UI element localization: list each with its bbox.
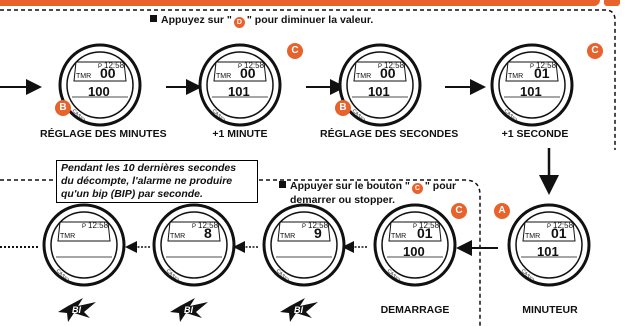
svg-text:00: 00 (240, 65, 256, 81)
svg-text:00: 00 (100, 65, 116, 81)
caption-minuteur: MINUTEUR (522, 304, 578, 316)
button-b-badge: B (335, 100, 351, 116)
svg-text:101: 101 (520, 84, 542, 99)
watch-demarrage: P 12:58 TMR 01 100 (373, 203, 457, 287)
svg-text:12:58: 12:58 (104, 61, 125, 70)
svg-text:101: 101 (368, 84, 390, 99)
beep-note: Pendant les 10 dernières secondes du déc… (56, 160, 258, 203)
svg-text:P: P (530, 64, 534, 70)
svg-text:TMR: TMR (60, 233, 75, 240)
svg-text:TMR: TMR (356, 73, 371, 80)
svg-text:101: 101 (228, 84, 250, 99)
button-c-badge: C (287, 43, 303, 59)
svg-text:12:58: 12:58 (553, 221, 574, 230)
svg-text:01: 01 (551, 225, 567, 241)
beep-burst-3: BI (58, 298, 96, 322)
button-d-badge: D (233, 17, 245, 28)
svg-text:BI: BI (184, 305, 193, 315)
watch-3: P 12:58 TMR 00 101 (338, 43, 422, 127)
mid-instruction: Appuyer sur le bouton "C" pour demarrer … (279, 180, 456, 207)
button-c-badge: C (587, 43, 603, 59)
button-c-badge: C (451, 203, 467, 219)
svg-text:8: 8 (204, 225, 212, 241)
bullet-square (279, 181, 286, 188)
svg-text:P: P (192, 224, 196, 230)
beep-burst-2: BI (170, 298, 208, 322)
button-b-badge: B (55, 100, 71, 116)
bullet-square (150, 15, 157, 22)
svg-text:01: 01 (534, 65, 550, 81)
svg-text:12:58: 12:58 (244, 61, 265, 70)
svg-text:P: P (413, 224, 417, 230)
svg-text:100: 100 (88, 84, 110, 99)
svg-text:100: 100 (403, 244, 425, 259)
svg-text:12:58: 12:58 (308, 221, 329, 230)
caption-plus-second: +1 SECONDE (501, 128, 569, 140)
svg-text:P: P (547, 224, 551, 230)
watch-count-9: P 12:58 TMR 9 (262, 203, 346, 287)
watch-minuteur: P 12:58 TMR 01 101 (507, 203, 591, 287)
svg-text:BI: BI (294, 305, 303, 315)
top-instruction: Appuyez sur "D" pour diminuer la valeur. (150, 14, 373, 28)
caption-seconds: RÉGLAGE DES SECONDES (320, 128, 459, 140)
svg-text:9: 9 (314, 225, 322, 241)
svg-text:TMR: TMR (216, 73, 231, 80)
svg-text:00: 00 (380, 65, 396, 81)
svg-text:12:58: 12:58 (536, 61, 557, 70)
caption-plus-minute: +1 MINUTE (212, 128, 268, 140)
button-c-badge: C (411, 183, 423, 194)
watch-count-8: P 12:58 TMR 8 (152, 203, 236, 287)
watch-4: P 12:58 TMR 01 101 (490, 43, 574, 127)
svg-text:P: P (98, 64, 102, 70)
caption-minutes: RÉGLAGE DES MINUTES (40, 128, 167, 140)
svg-text:BI: BI (72, 305, 81, 315)
svg-text:P: P (238, 64, 242, 70)
svg-text:12:58: 12:58 (198, 221, 219, 230)
svg-text:TMR: TMR (391, 233, 406, 240)
svg-text:12:58: 12:58 (384, 61, 405, 70)
watch-count-end: P 12:58 TMR (42, 203, 126, 287)
svg-text:TMR: TMR (170, 233, 185, 240)
beep-burst-1: BI (280, 298, 318, 322)
svg-text:P: P (378, 64, 382, 70)
watch-1: P 12:58 TMR 00 100 (58, 43, 142, 127)
svg-text:TMR: TMR (76, 73, 91, 80)
svg-text:P: P (82, 224, 86, 230)
watch-2: P 12:58 TMR 00 101 (198, 43, 282, 127)
button-a-badge: A (494, 203, 510, 219)
svg-text:12:58: 12:58 (419, 221, 440, 230)
svg-text:101: 101 (537, 244, 559, 259)
svg-text:12:58: 12:58 (88, 221, 109, 230)
svg-text:TMR: TMR (508, 73, 523, 80)
svg-text:P: P (302, 224, 306, 230)
svg-text:TMR: TMR (525, 233, 540, 240)
svg-text:TMR: TMR (280, 233, 295, 240)
svg-text:01: 01 (417, 225, 433, 241)
header-bar-tab (604, 0, 620, 6)
header-bar (0, 0, 600, 6)
caption-demarrage: DEMARRAGE (380, 304, 450, 316)
